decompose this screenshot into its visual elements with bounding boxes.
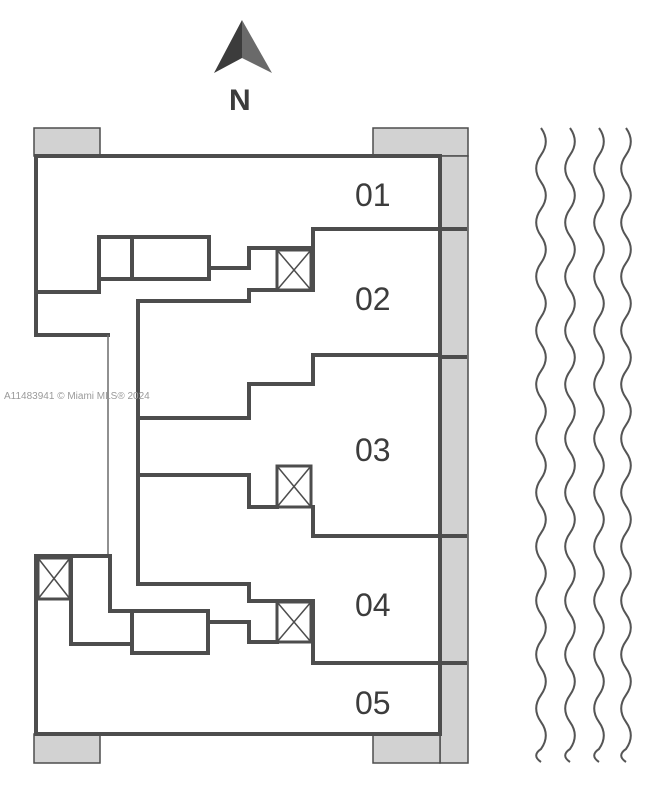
- wave-line: [564, 127, 576, 763]
- wave-line: [620, 127, 632, 763]
- unit-03-walls: [136, 355, 467, 538]
- water-waves-icon: [535, 127, 632, 763]
- north-label: N: [229, 84, 251, 117]
- wave-line: [593, 127, 605, 763]
- slab-top-right: [372, 127, 469, 157]
- unit-label-01: 01: [355, 177, 391, 213]
- wave-line: [535, 127, 547, 763]
- unit-label-04: 04: [355, 587, 391, 623]
- slab-top-left: [33, 127, 101, 157]
- shaft-box-2: [275, 464, 313, 509]
- unit-label-03: 03: [355, 432, 391, 468]
- unit-02-walls: [136, 288, 442, 586]
- slab-bottom-right: [372, 733, 441, 764]
- slab-bottom-left: [33, 733, 101, 764]
- unit-01-walls: [34, 227, 467, 294]
- shaft-box-4: [36, 556, 72, 601]
- watermark-text: A11483941 © Miami MLS® 2024: [4, 391, 150, 402]
- north-arrow-icon: [214, 20, 272, 73]
- shaft-box-1: [275, 248, 313, 292]
- shaft-box-3: [275, 600, 313, 644]
- unit-label-02: 02: [355, 281, 391, 317]
- unit-label-05: 05: [355, 685, 391, 721]
- slab-east-balcony: [439, 155, 469, 764]
- unit-04-walls: [69, 554, 467, 665]
